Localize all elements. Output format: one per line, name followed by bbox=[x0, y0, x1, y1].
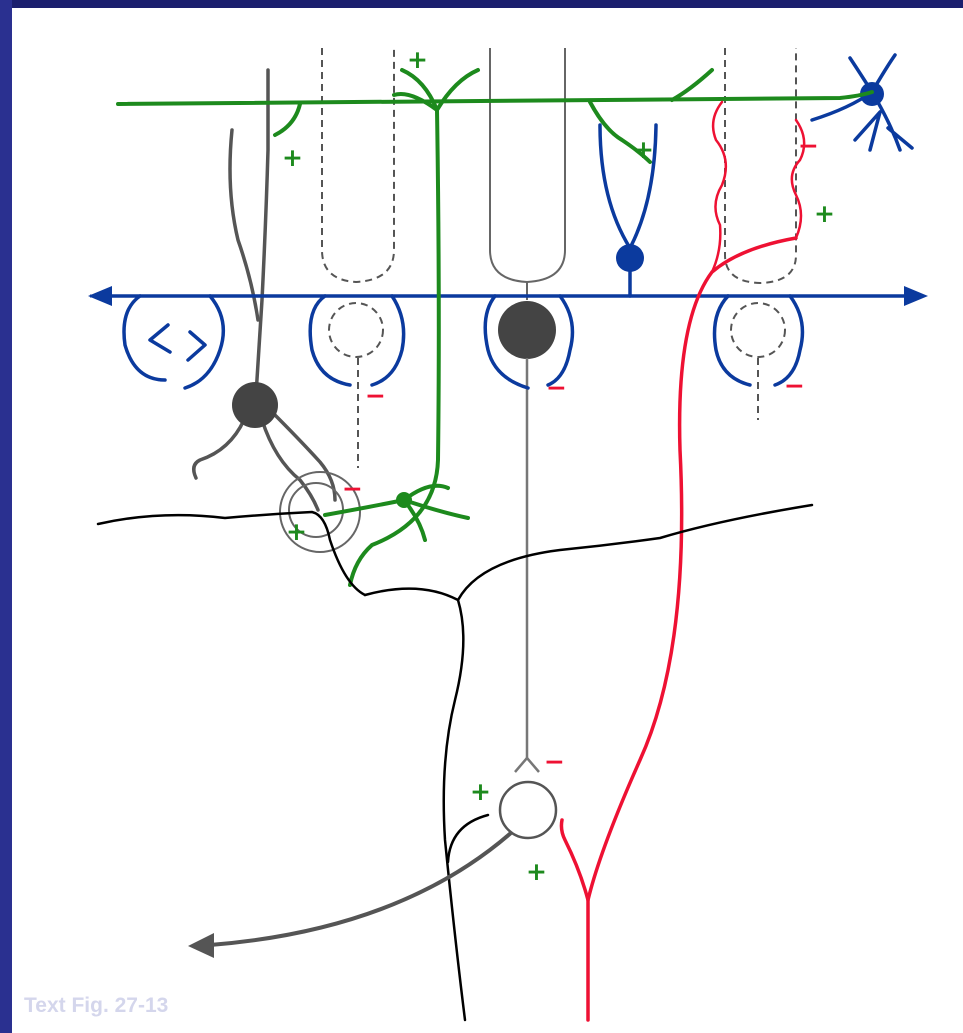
basket-terminal-6 bbox=[546, 294, 575, 387]
dashed-dendrite-outline-left bbox=[321, 48, 395, 284]
purkinje-soma bbox=[498, 301, 556, 359]
granule-cell-dendrites bbox=[323, 483, 470, 542]
climbing-fiber bbox=[559, 100, 806, 1022]
minus-sign: − bbox=[365, 381, 386, 410]
parallel-fiber-synapse-basket bbox=[588, 100, 652, 164]
granule-axon-t-junction bbox=[392, 68, 480, 112]
basket-arrow-right bbox=[904, 286, 928, 306]
dashed-soma-left bbox=[328, 302, 384, 358]
plus-sign: + bbox=[633, 135, 654, 164]
parallel-fiber-synapse-left bbox=[273, 102, 302, 137]
plus-sign: + bbox=[526, 857, 547, 886]
minus-sign: − bbox=[546, 373, 567, 402]
deep-nucleus-cell bbox=[498, 780, 558, 840]
purkinje-cell bbox=[489, 48, 566, 773]
golgi-ascending-dendrite bbox=[254, 68, 270, 397]
golgi-axon-b bbox=[268, 408, 337, 502]
basket-cell-soma bbox=[616, 244, 644, 272]
parallel-fiber bbox=[116, 90, 874, 106]
basket-terminal-5 bbox=[483, 294, 530, 390]
minus-sign: − bbox=[784, 371, 805, 400]
mossy-fiber-left-branch bbox=[96, 510, 367, 597]
minus-sign: − bbox=[544, 747, 565, 776]
basket-terminal-2 bbox=[183, 294, 226, 390]
golgi-axon-a bbox=[260, 418, 320, 512]
plus-sign: + bbox=[470, 777, 491, 806]
golgi-basal-dendrite-left bbox=[192, 418, 246, 480]
basket-terminal-7 bbox=[712, 294, 752, 387]
glomerulus-outer bbox=[279, 471, 361, 553]
climbing-fiber-branch-2 bbox=[790, 118, 806, 240]
plus-sign: + bbox=[286, 517, 307, 546]
mossy-fiber bbox=[96, 503, 814, 1022]
purkinje-axon-terminal bbox=[514, 757, 540, 773]
basket-terminal-4 bbox=[370, 294, 406, 387]
basket-cell-axon bbox=[98, 53, 914, 390]
parallel-fiber-branch-right bbox=[670, 68, 714, 102]
left-edge-stripe bbox=[0, 0, 12, 1033]
deep-nucleus-output-axon bbox=[209, 830, 514, 947]
diagram-panel bbox=[12, 8, 963, 1033]
basket-arrow-left bbox=[88, 286, 112, 306]
figure-caption: Text Fig. 27-13 bbox=[24, 994, 169, 1017]
minus-sign: − bbox=[798, 131, 819, 160]
plus-sign: + bbox=[407, 45, 428, 74]
granule-cell bbox=[116, 68, 874, 587]
dashed-dendrite-outline-right bbox=[724, 48, 797, 285]
stellate-cell-processes bbox=[810, 53, 914, 152]
basket-terminal-1 bbox=[122, 294, 172, 382]
basket-dendrite-left bbox=[598, 123, 632, 250]
dashed-soma-right bbox=[730, 302, 786, 358]
dashed-cell-outlines bbox=[321, 48, 797, 468]
climbing-fiber-branch-1 bbox=[710, 100, 728, 274]
basket-terminal-3 bbox=[308, 294, 352, 387]
mossy-fiber-right-branch bbox=[363, 503, 814, 602]
granule-ascending-axon bbox=[348, 108, 441, 587]
basket-terminal-8 bbox=[773, 294, 805, 387]
golgi-soma bbox=[232, 382, 278, 428]
plus-sign: + bbox=[814, 199, 835, 228]
output-arrowhead bbox=[188, 933, 214, 958]
plus-sign: + bbox=[282, 143, 303, 172]
minus-sign: − bbox=[342, 474, 363, 503]
basket-dendrite-right bbox=[628, 123, 658, 250]
mossy-fiber-collateral bbox=[446, 813, 490, 864]
climbing-fiber-collateral bbox=[559, 818, 590, 902]
mossy-fiber-trunk bbox=[442, 598, 467, 1022]
granule-cell-soma bbox=[396, 492, 412, 508]
